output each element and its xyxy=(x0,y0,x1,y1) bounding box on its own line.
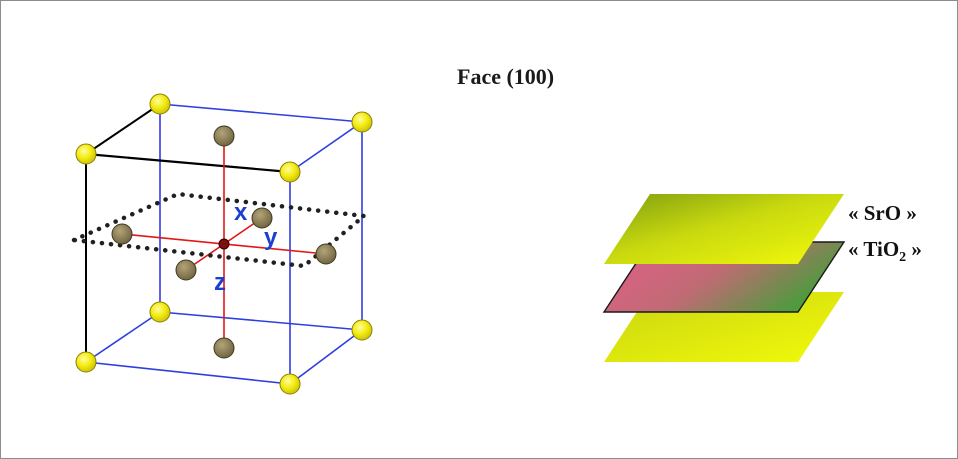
cube-edge xyxy=(85,103,161,155)
dotted-plane xyxy=(65,191,370,269)
sro-label: « SrO » xyxy=(848,201,917,225)
axis-label-x: x xyxy=(234,199,248,226)
o-atom xyxy=(213,125,235,147)
layer-stack xyxy=(602,194,846,362)
sr-atom xyxy=(351,111,373,133)
o-atom xyxy=(315,243,337,265)
cube-edge xyxy=(289,121,363,173)
sr-atom xyxy=(75,351,97,373)
perovskite-cube xyxy=(85,103,363,385)
cube-edge xyxy=(289,329,363,385)
sr-atoms xyxy=(75,93,373,395)
o-atom xyxy=(175,259,197,281)
sro-layer-top xyxy=(604,194,844,264)
sr-atom xyxy=(75,143,97,165)
o-atoms xyxy=(111,125,337,359)
axis-label-z: z xyxy=(214,269,226,296)
cube-edge xyxy=(85,152,291,174)
cube-edge xyxy=(159,103,363,123)
sr-atom xyxy=(279,161,301,183)
cube-edge xyxy=(159,311,363,331)
tio2-label: « TiO2 » xyxy=(848,237,922,265)
o-atom xyxy=(111,223,133,245)
cube-edge xyxy=(85,361,291,385)
sr-atom xyxy=(279,373,301,395)
axis-label-y: y xyxy=(264,224,278,251)
sr-atom xyxy=(149,93,171,115)
cube-edge xyxy=(85,311,161,363)
sr-atom xyxy=(351,319,373,341)
sr-atom xyxy=(149,301,171,323)
o-atom xyxy=(251,207,273,229)
center-ti-atom xyxy=(218,238,230,250)
face-title: Face (100) xyxy=(457,64,555,89)
o-atom xyxy=(213,337,235,359)
